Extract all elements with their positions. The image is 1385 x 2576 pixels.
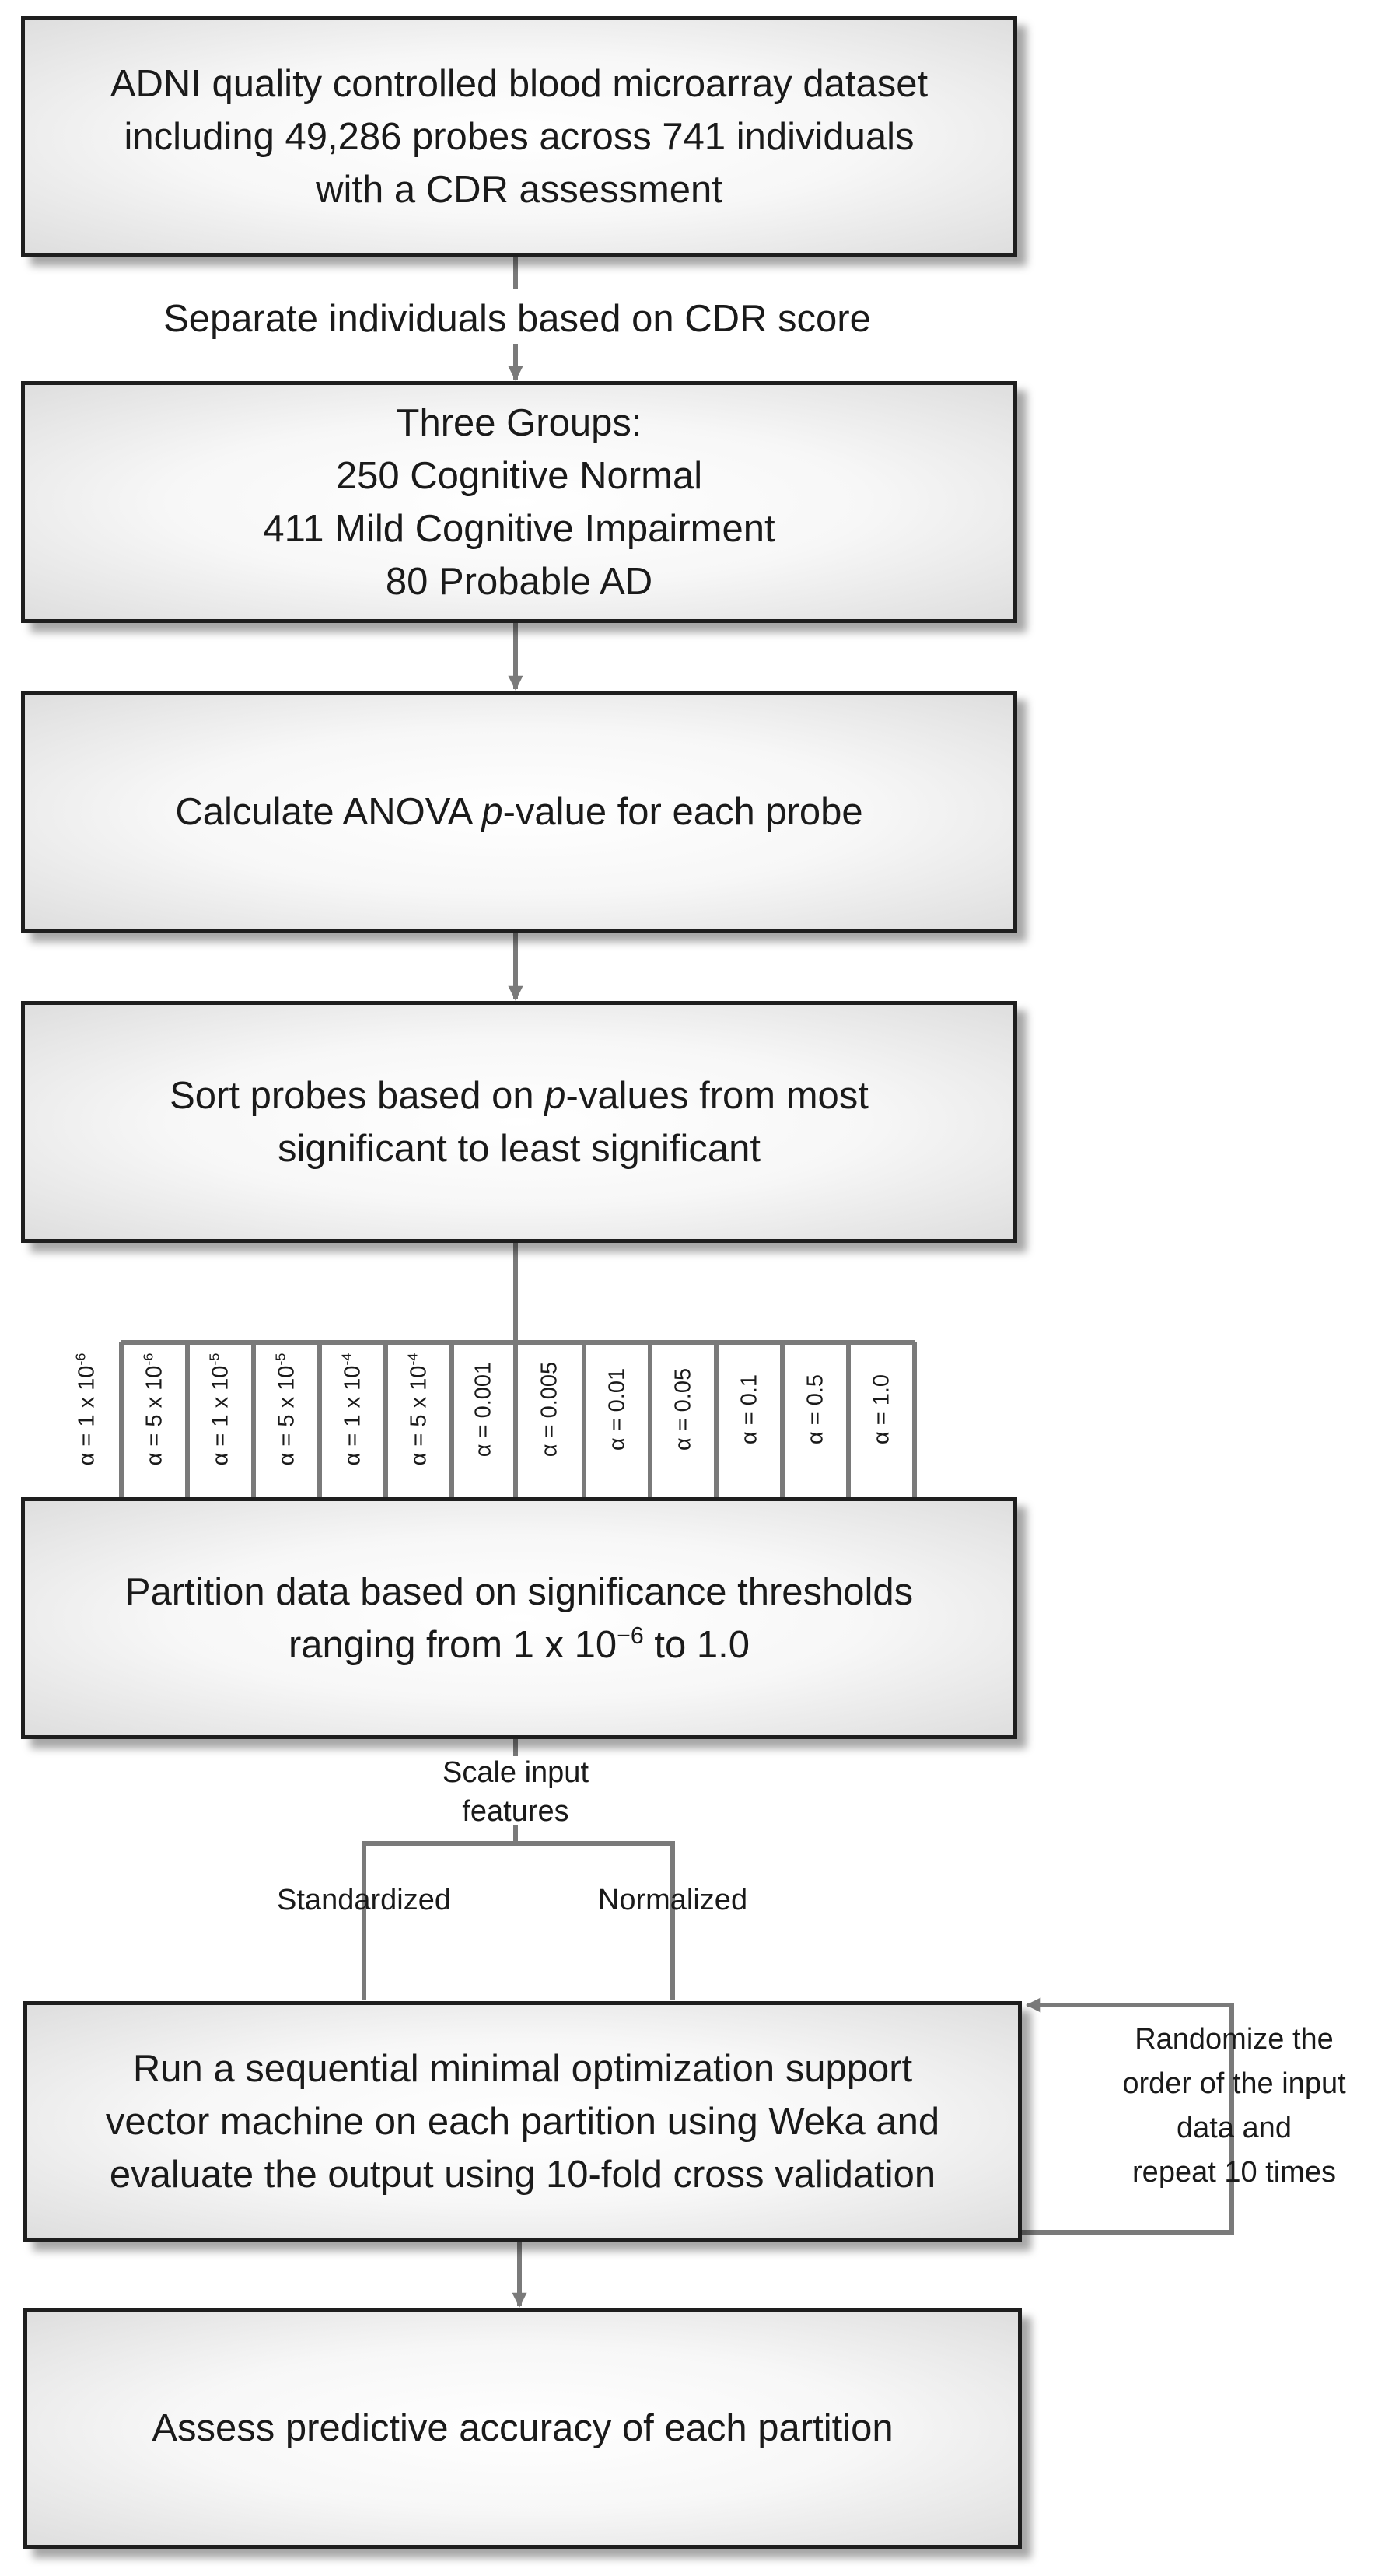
groups-box: Three Groups: 250 Cognitive Normal 411 M… xyxy=(21,381,1017,623)
partition-line-1: Partition data based on significance thr… xyxy=(124,1570,914,1613)
assess-text: Assess predictive accuracy of each parti… xyxy=(152,2407,894,2449)
sort-line-1: Sort probes based on p-values from most xyxy=(170,1074,869,1117)
threshold-label: α = 1 x 10-4 xyxy=(338,1353,365,1466)
threshold-label: α = 0.005 xyxy=(537,1361,562,1458)
partition-box: Partition data based on significance thr… xyxy=(21,1497,1017,1739)
dataset-line-1: ADNI quality controlled blood microarray… xyxy=(110,62,929,105)
normalized-label: Normalized xyxy=(597,1884,748,1916)
threshold-label: α = 0.1 xyxy=(736,1374,761,1445)
threshold-label: α = 0.5 xyxy=(803,1374,827,1445)
anova-text: Calculate ANOVA p-value for each probe xyxy=(175,790,863,833)
threshold-label: α = 0.001 xyxy=(470,1361,496,1458)
svm-line-2: vector machine on each partition using W… xyxy=(105,2100,940,2143)
scale-features-label: Scale input features xyxy=(442,1756,589,1828)
groups-line-3: 411 Mild Cognitive Impairment xyxy=(263,507,775,550)
standardized-label: Standardized xyxy=(277,1884,451,1916)
randomize-label: Randomize the order of the input data an… xyxy=(1122,2023,1346,2189)
partition-line-2: ranging from 1 x 10−6 to 1.0 xyxy=(288,1622,750,1666)
threshold-label: α = 0.05 xyxy=(670,1367,695,1451)
dataset-line-2: including 49,286 probes across 741 indiv… xyxy=(124,115,915,158)
threshold-label: α = 1 x 10-6 xyxy=(72,1353,100,1466)
threshold-label: α = 1 x 10-5 xyxy=(206,1353,233,1466)
dataset-box: ADNI quality controlled blood microarray… xyxy=(21,16,1017,257)
threshold-label: α = 0.01 xyxy=(604,1367,629,1451)
dataset-line-3: with a CDR assessment xyxy=(316,168,722,211)
threshold-label: α = 5 x 10-4 xyxy=(404,1353,431,1466)
threshold-label: α = 1.0 xyxy=(869,1374,894,1445)
sort-line-2: significant to least significant xyxy=(277,1127,761,1170)
groups-line-4: 80 Probable AD xyxy=(385,560,653,603)
split-standardized-normalized xyxy=(362,1841,675,2000)
anova-box: Calculate ANOVA p-value for each probe xyxy=(21,691,1017,933)
svm-line-3: evaluate the output using 10-fold cross … xyxy=(109,2153,936,2196)
separate-label: Separate individuals based on CDR score xyxy=(0,296,1034,342)
threshold-label: α = 5 x 10-6 xyxy=(140,1353,166,1466)
assess-box: Assess predictive accuracy of each parti… xyxy=(23,2308,1022,2549)
groups-line-2: 250 Cognitive Normal xyxy=(335,454,703,497)
threshold-label: α = 5 x 10-5 xyxy=(272,1353,299,1466)
sort-box: Sort probes based on p-values from most … xyxy=(21,1001,1017,1243)
repeat-loop-arrow xyxy=(1022,1997,1234,2235)
svm-box: Run a sequential minimal optimization su… xyxy=(23,2001,1022,2242)
groups-line-1: Three Groups: xyxy=(396,401,642,444)
svm-line-1: Run a sequential minimal optimization su… xyxy=(132,2047,913,2090)
